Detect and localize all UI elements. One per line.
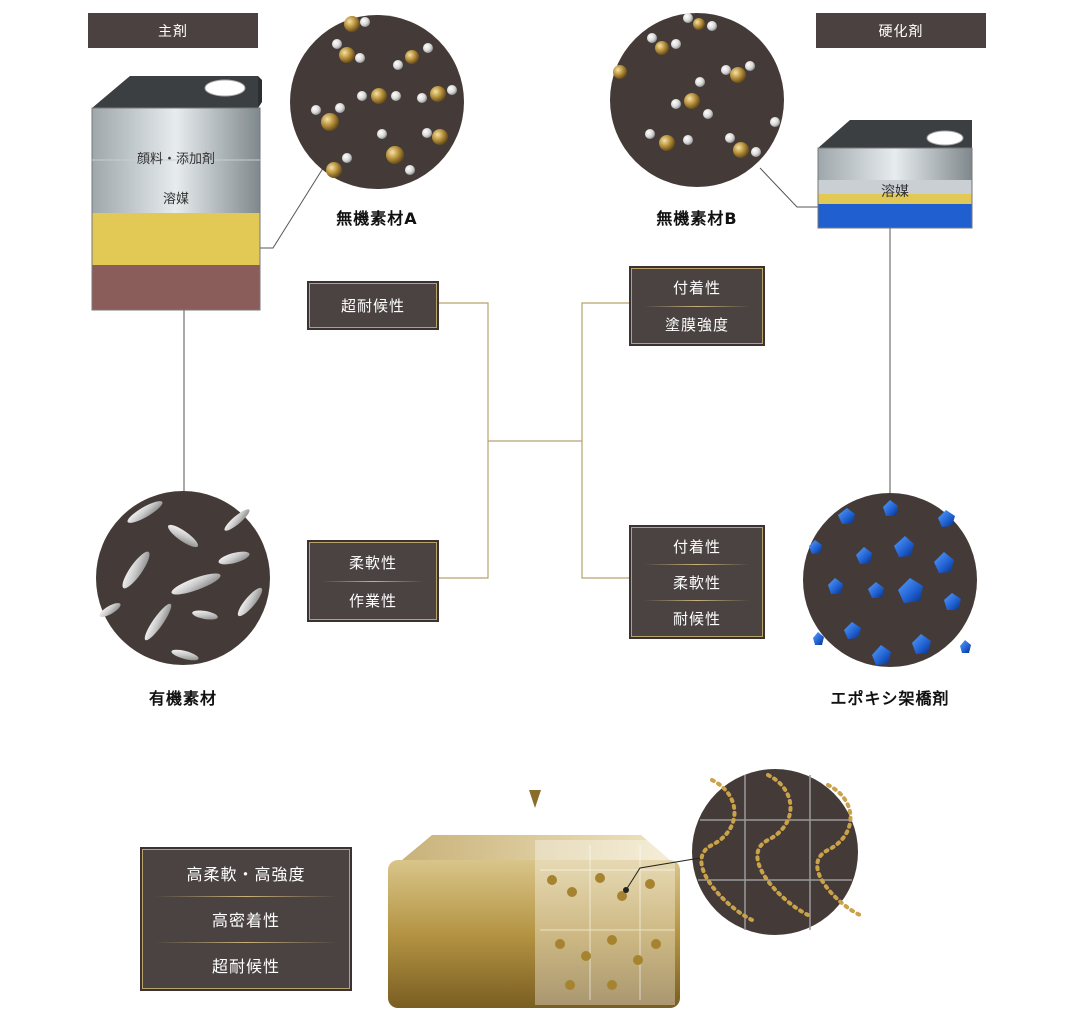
property-item: 耐候性 [632, 600, 762, 636]
hardener-tag: 硬化剤 [816, 13, 986, 48]
main-agent-tag: 主剤 [88, 13, 258, 48]
epoxy-circle [803, 493, 977, 667]
structure-circle [692, 769, 862, 935]
main-can-layer1: 顔料・添加剤 [136, 152, 215, 167]
hardener-can-layer1: 溶媒 [881, 184, 909, 200]
property-item: 塗膜強度 [632, 306, 762, 343]
property-box-left-bottom: 柔軟性 作業性 [309, 542, 437, 620]
organic-circle [96, 491, 270, 665]
inorganic-b-circle [610, 13, 784, 187]
result-item: 超耐候性 [143, 942, 349, 988]
main-can-layer2: 溶媒 [162, 192, 189, 207]
label-epoxy: エポキシ架橋剤 [830, 689, 950, 708]
main-agent-can [91, 76, 262, 311]
result-box: 高柔軟・高強度 高密着性 超耐候性 [142, 849, 350, 989]
inorganic-a-circle [290, 15, 464, 189]
property-item: 超耐候性 [340, 297, 405, 315]
result-item: 高柔軟・高強度 [186, 865, 306, 884]
label-inorganic-b: 無機素材B [656, 209, 738, 228]
property-box-right-bottom: 付着性 柔軟性 耐候性 [631, 527, 763, 637]
property-item: 柔軟性 [632, 564, 762, 600]
property-item: 付着性 [672, 279, 721, 297]
result-item: 高密着性 [143, 896, 349, 942]
property-box-left-top: 超耐候性 [309, 283, 437, 328]
label-inorganic-a: 無機素材A [336, 209, 418, 228]
coating-block [388, 835, 701, 1008]
property-item: 付着性 [672, 537, 721, 556]
hardener-can [817, 120, 973, 229]
property-item: 柔軟性 [348, 553, 397, 572]
label-organic: 有機素材 [148, 689, 217, 708]
property-box-right-top: 付着性 塗膜強度 [631, 268, 763, 344]
property-item: 作業性 [310, 581, 436, 619]
